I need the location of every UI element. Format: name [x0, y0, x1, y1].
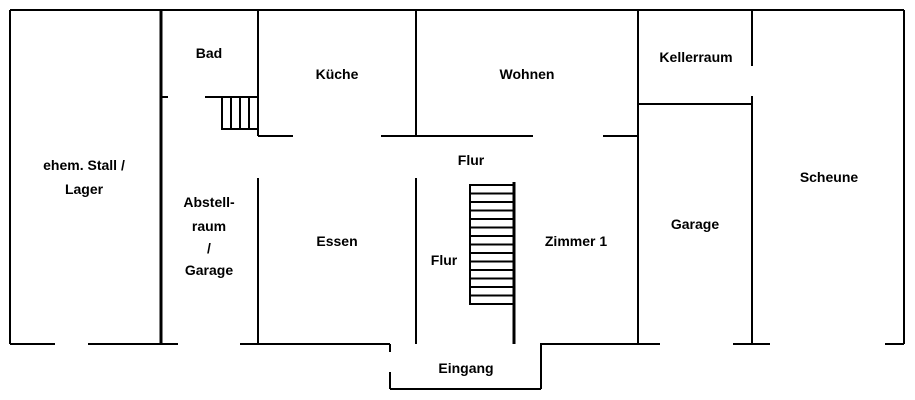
label-stall-line2: Lager: [65, 181, 104, 197]
label-abstell-line4: Garage: [185, 262, 233, 278]
walls: [9, 9, 905, 390]
label-kueche: Küche: [316, 66, 359, 82]
label-abstell-line2: raum: [192, 218, 226, 234]
label-wohnen: Wohnen: [500, 66, 555, 82]
label-essen: Essen: [316, 233, 357, 249]
label-scheune: Scheune: [800, 169, 859, 185]
interior-walls: [159, 10, 753, 344]
label-garage: Garage: [671, 216, 719, 232]
label-eingang: Eingang: [438, 360, 493, 376]
bad-stairs: [205, 96, 259, 130]
label-bad: Bad: [196, 45, 222, 61]
label-kellerraum: Kellerraum: [659, 49, 732, 65]
label-abstell-line1: Abstell-: [183, 194, 235, 210]
room-labels: ehem. Stall / Lager Bad Küche Wohnen Kel…: [43, 45, 858, 376]
label-abstell-line3: /: [207, 240, 211, 256]
label-flur-left: Flur: [431, 252, 458, 268]
main-staircase: [469, 184, 515, 305]
label-stall-line1: ehem. Stall /: [43, 157, 125, 173]
label-zimmer1: Zimmer 1: [545, 233, 607, 249]
label-flur-top: Flur: [458, 152, 485, 168]
